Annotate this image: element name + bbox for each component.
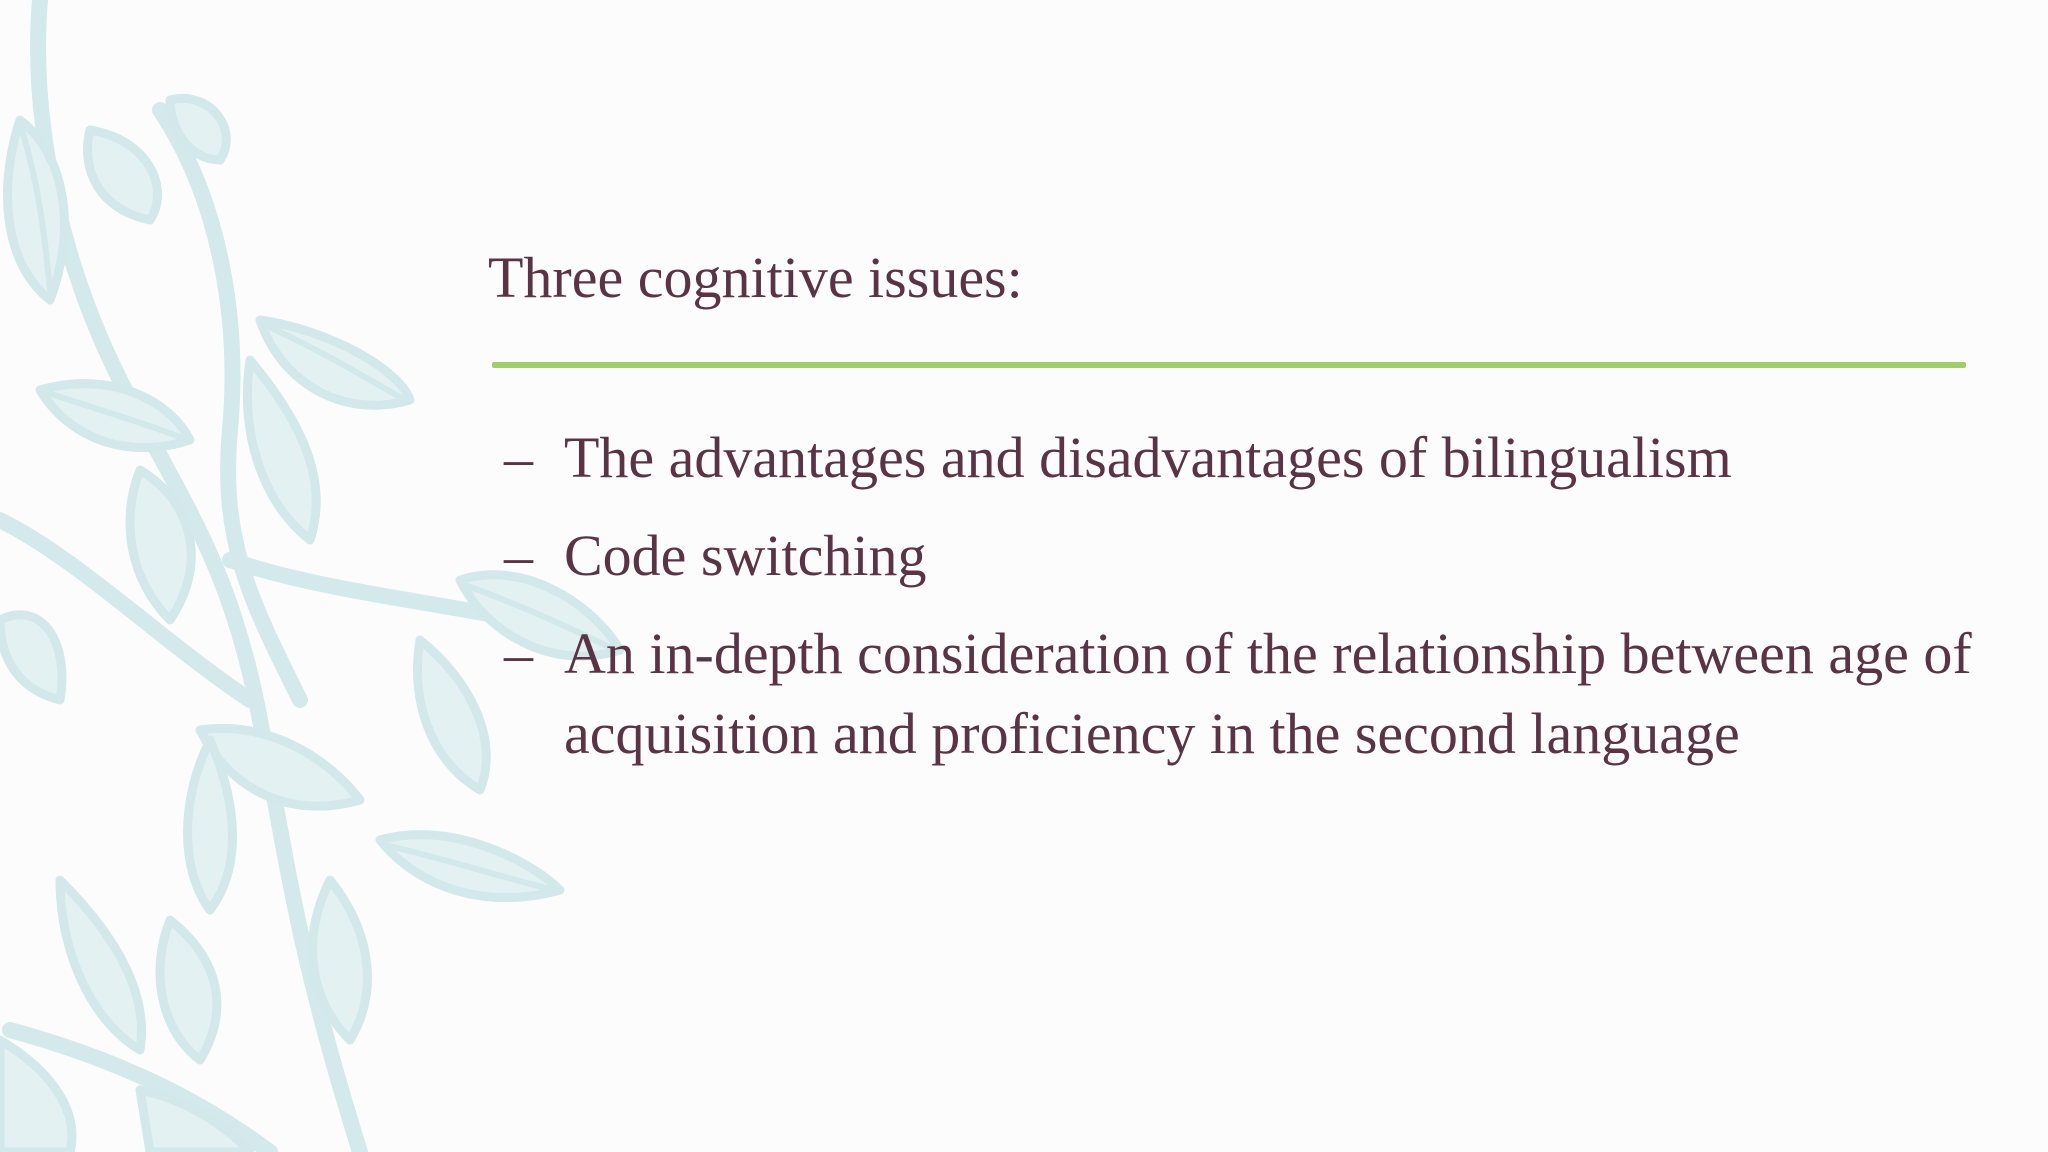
slide-title: Three cognitive issues: xyxy=(488,245,1023,310)
bullet-dash: – xyxy=(504,621,533,686)
bullet-item: – An in-depth consideration of the relat… xyxy=(504,614,1984,774)
bullet-text: Code switching xyxy=(564,523,927,588)
bullet-text: The advantages and disadvantages of bili… xyxy=(564,425,1732,490)
bullet-item: – The advantages and disadvantages of bi… xyxy=(504,418,1984,498)
bullet-item: – Code switching xyxy=(504,516,1984,596)
title-divider xyxy=(492,362,1966,368)
bullet-dash: – xyxy=(504,425,533,490)
bullet-text: An in-depth consideration of the relatio… xyxy=(564,621,1972,766)
bullet-dash: – xyxy=(504,523,533,588)
bullet-list: – The advantages and disadvantages of bi… xyxy=(504,418,1984,792)
leafy-vine-decoration xyxy=(0,0,625,1152)
